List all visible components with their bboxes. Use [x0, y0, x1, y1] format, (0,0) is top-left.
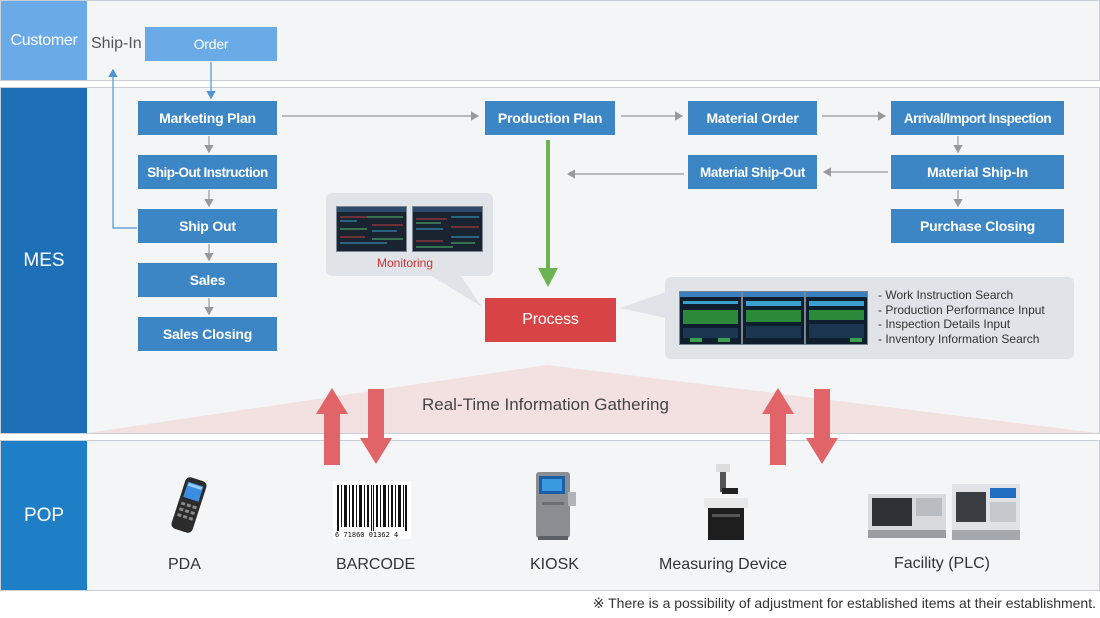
monitoring-chart-icon	[413, 207, 482, 248]
monitoring-chart-icon	[337, 207, 406, 244]
process-callout	[665, 277, 1074, 359]
ship-out-instruction-box[interactable]: Ship-Out Instruction	[138, 155, 277, 189]
process-function-item: - Inventory Information Search	[878, 331, 1040, 346]
monitoring-screen-right	[412, 206, 483, 252]
sales-box[interactable]: Sales	[138, 263, 277, 297]
monitoring-screen-left	[336, 206, 407, 252]
pop-band-label: POP	[1, 441, 87, 590]
material-order-box[interactable]: Material Order	[688, 101, 817, 135]
material-ship-out-box[interactable]: Material Ship-Out	[688, 155, 817, 189]
kiosk-icon	[536, 472, 576, 540]
pda-icon	[171, 477, 207, 533]
arrival-inspection-box[interactable]: Arrival/Import Inspection	[891, 101, 1064, 135]
gathering-label: Real-Time Information Gathering	[422, 395, 669, 414]
adjustment-note: ※ There is a possibility of adjustment f…	[592, 595, 1096, 611]
purchase-closing-box[interactable]: Purchase Closing	[891, 209, 1064, 243]
ship-in-label: Ship-In	[91, 35, 142, 52]
process-ui-icon	[743, 292, 804, 338]
measuring-device-icon	[704, 464, 748, 540]
process-function-item: - Production Performance Input	[878, 302, 1045, 317]
facility-machine-icon	[868, 484, 1020, 540]
marketing-plan-box[interactable]: Marketing Plan	[138, 101, 277, 135]
process-ui-icon	[806, 292, 867, 342]
process-callout-tail	[620, 292, 666, 318]
process-screen-3	[805, 291, 868, 345]
process-box[interactable]: Process	[485, 298, 616, 342]
process-screen-2	[742, 291, 805, 345]
sales-closing-box[interactable]: Sales Closing	[138, 317, 277, 351]
material-ship-in-box[interactable]: Material Ship-In	[891, 155, 1064, 189]
monitoring-label: Monitoring	[377, 256, 434, 270]
monitoring-callout: Monitoring	[326, 193, 493, 276]
process-function-list: - Work Instruction Search - Production P…	[878, 288, 1045, 346]
barcode-icon: 6 71860 01362 4	[333, 481, 411, 539]
barcode-label: BARCODE	[336, 556, 416, 573]
process-function-item: - Inspection Details Input	[878, 317, 1011, 331]
process-ui-icon	[680, 292, 741, 342]
production-plan-box[interactable]: Production Plan	[485, 101, 615, 135]
monitoring-callout-tail	[430, 275, 482, 307]
pda-label: PDA	[168, 556, 201, 573]
process-function-item: - Work Instruction Search	[878, 288, 1014, 302]
ship-out-box[interactable]: Ship Out	[138, 209, 277, 243]
measuring-device-label: Measuring Device	[659, 556, 788, 573]
process-screen-1	[679, 291, 742, 345]
mes-band-label: MES	[1, 88, 87, 433]
order-box[interactable]: Order	[145, 27, 277, 61]
barcode-digits: 6 71860 01362 4	[335, 531, 398, 539]
kiosk-label: KIOSK	[530, 556, 579, 573]
customer-band-label: Customer	[1, 1, 87, 80]
facility-label: Facility (PLC)	[894, 555, 991, 572]
